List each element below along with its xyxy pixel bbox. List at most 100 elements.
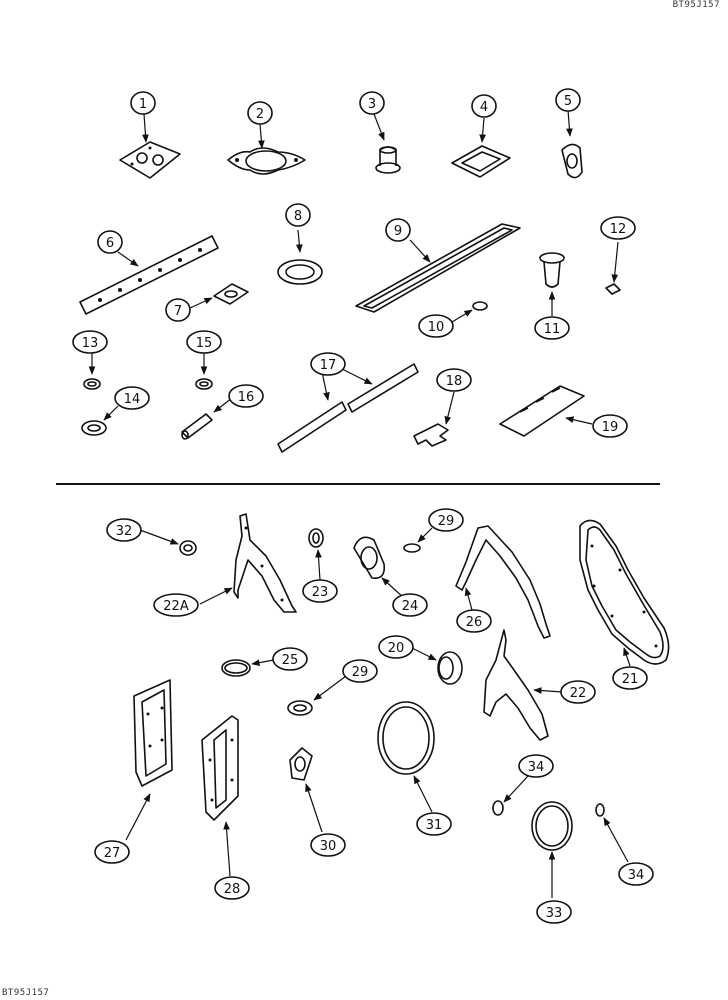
callout-21: 21: [612, 666, 648, 690]
svg-text:23: 23: [312, 585, 329, 600]
part-3-grommet: [375, 146, 401, 174]
svg-text:19: 19: [602, 420, 619, 435]
callout-19: 19: [592, 414, 628, 438]
callout-25: 25: [272, 647, 308, 671]
callout-14: 14: [114, 386, 150, 410]
svg-text:9: 9: [394, 224, 402, 239]
leader-31: [413, 775, 433, 813]
callout-3: 3: [359, 91, 385, 115]
leader-21: [623, 647, 631, 667]
leader-7: [189, 297, 213, 309]
svg-text:7: 7: [174, 304, 182, 319]
svg-text:21: 21: [622, 672, 639, 687]
leader-16: [213, 397, 233, 413]
svg-text:28: 28: [224, 882, 241, 897]
svg-text:15: 15: [196, 336, 213, 351]
svg-text:29: 29: [438, 514, 455, 529]
drawing-code-top: BT95J157: [672, 0, 720, 10]
part-33-oring: [531, 801, 573, 851]
svg-text:22: 22: [570, 686, 587, 701]
part-17-strips: [277, 363, 419, 453]
callout-17: 17: [310, 352, 346, 376]
part-14-ring: [81, 420, 107, 436]
leader-6: [117, 251, 139, 267]
leader-10: [451, 309, 473, 323]
svg-text:12: 12: [610, 222, 627, 237]
callout-32: 32: [106, 518, 142, 542]
part-2-gasket: [227, 147, 306, 175]
svg-text:6: 6: [106, 236, 114, 251]
svg-text:32: 32: [116, 524, 133, 539]
callout-16: 16: [228, 384, 264, 408]
part-19-gasket: [499, 385, 585, 437]
leader-5: [566, 109, 573, 137]
part-34-seal-left: [492, 800, 504, 816]
callout-10: 10: [418, 314, 454, 338]
part-23-seal: [308, 528, 324, 548]
callout-20: 20: [378, 635, 414, 659]
leader-22: [533, 687, 563, 694]
callout-15: 15: [186, 330, 222, 354]
svg-text:16: 16: [238, 390, 255, 405]
svg-text:10: 10: [428, 320, 445, 335]
part-4-gasket: [451, 145, 511, 178]
part-18-bracket: [413, 423, 449, 447]
leader-17b: [339, 367, 373, 385]
callout-4: 4: [471, 94, 497, 118]
part-16-pin: [181, 413, 213, 440]
callout-27: 27: [94, 840, 130, 864]
part-34-seal-right: [595, 803, 605, 817]
part-22a-gasket: [233, 513, 297, 613]
callout-28: 28: [214, 876, 250, 900]
leader-24: [381, 577, 405, 599]
callout-23: 23: [302, 579, 338, 603]
leader-20: [411, 647, 437, 661]
part-1-gasket: [119, 141, 181, 179]
part-11-sleeve: [539, 252, 565, 288]
svg-text:31: 31: [426, 818, 443, 833]
leader-30: [305, 783, 323, 833]
leader-34b: [603, 817, 629, 863]
part-26-gasket: [455, 525, 551, 639]
callout-31: 31: [416, 812, 452, 836]
callout-1: 1: [130, 91, 156, 115]
callout-13: 13: [72, 330, 108, 354]
svg-text:24: 24: [402, 599, 419, 614]
callout-29-upper: 29: [428, 508, 464, 532]
leader-17a: [321, 371, 330, 401]
part-29-ring-upper: [403, 543, 421, 553]
part-8-seal: [277, 259, 323, 285]
svg-text:11: 11: [544, 322, 561, 337]
svg-text:33: 33: [546, 906, 563, 921]
leader-1: [142, 113, 149, 143]
leader-4: [479, 117, 486, 143]
leader-26: [464, 587, 473, 611]
leader-3: [373, 113, 385, 141]
svg-text:34: 34: [628, 868, 645, 883]
callout-22: 22: [560, 680, 596, 704]
callout-34-right: 34: [618, 862, 654, 886]
callout-9: 9: [385, 218, 411, 242]
part-10-ring: [472, 301, 488, 311]
leader-12: [611, 241, 619, 283]
svg-text:5: 5: [564, 94, 572, 109]
callout-30: 30: [310, 833, 346, 857]
leader-29b: [313, 675, 347, 701]
svg-text:13: 13: [82, 336, 99, 351]
callout-12: 12: [600, 216, 636, 240]
callout-6: 6: [97, 230, 123, 254]
part-6-gasket: [79, 235, 219, 315]
leader-23: [315, 549, 322, 581]
part-20-seal: [437, 651, 463, 685]
svg-text:27: 27: [104, 846, 121, 861]
part-30-gasket: [289, 747, 313, 781]
svg-text:2: 2: [256, 107, 264, 122]
svg-text:20: 20: [388, 641, 405, 656]
callout-33: 33: [536, 900, 572, 924]
part-13-ring: [83, 378, 101, 390]
part-7-gasket: [213, 283, 249, 305]
part-9-gasket: [355, 223, 521, 313]
part-28-gasket: [201, 715, 239, 821]
part-21-gasket: [579, 519, 670, 665]
